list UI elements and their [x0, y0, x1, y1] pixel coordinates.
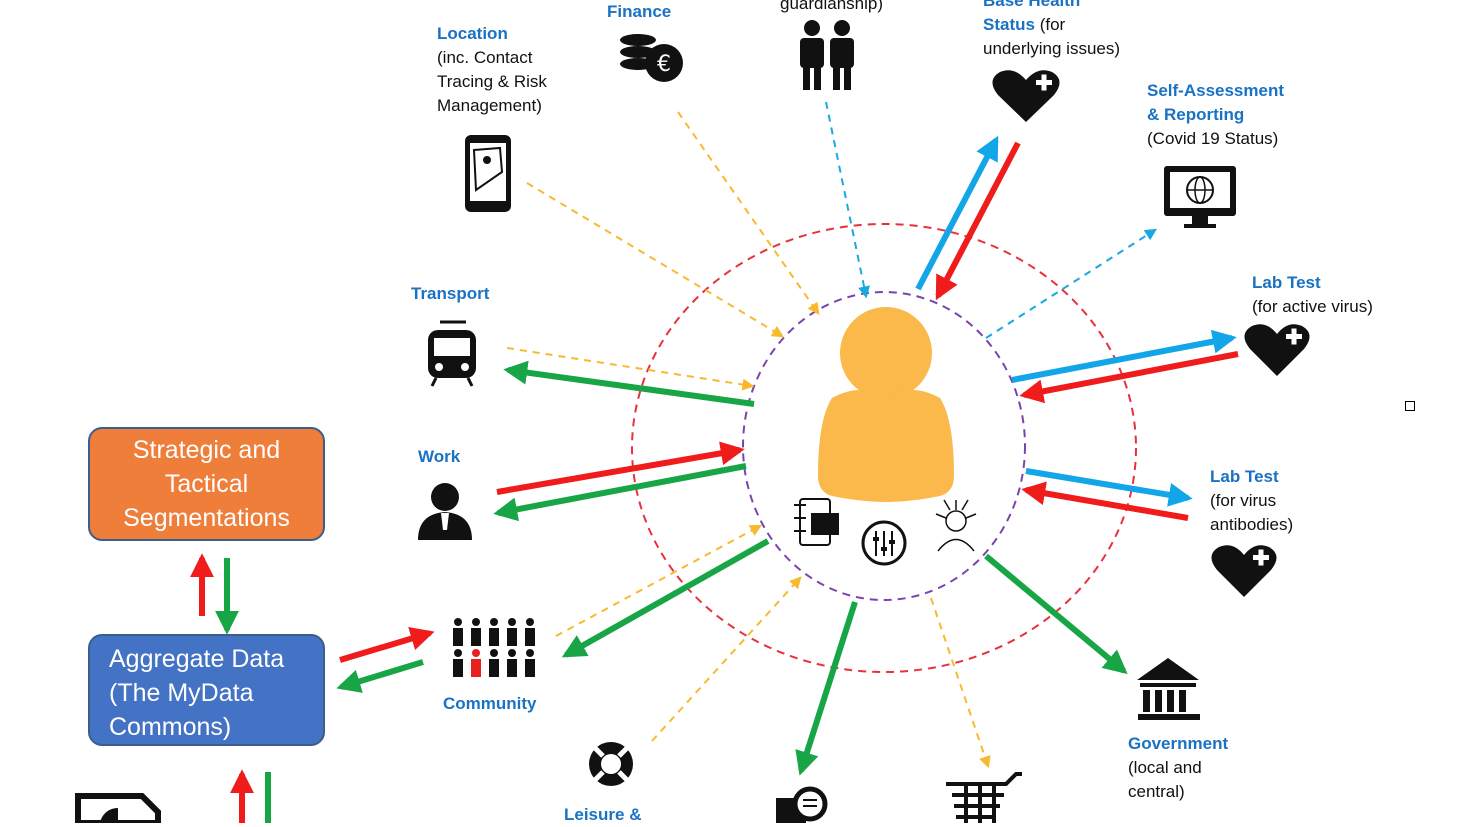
finance-label: Finance	[607, 0, 671, 24]
guardianship-detail: guardianship)	[780, 0, 884, 13]
base-health-label: Base Health Status (for underlying issue…	[983, 0, 1120, 61]
dashed-arrows	[506, 101, 1158, 769]
leisure-title: Leisure &	[564, 805, 642, 824]
government-label: Government (local and central)	[1128, 732, 1228, 804]
leisure-label: Leisure &	[564, 803, 641, 827]
coins-euro-icon: €	[620, 34, 683, 82]
transport-title: Transport	[411, 284, 490, 303]
data-device-icon	[794, 498, 839, 546]
shopping-cart-icon	[946, 772, 1022, 823]
phone-map-icon	[465, 135, 511, 212]
community-title: Community	[443, 694, 537, 713]
worker-icon	[418, 483, 472, 540]
lab-test-active-title: Lab Test	[1252, 273, 1321, 292]
lab-test-antibodies-detail: (for virus antibodies)	[1210, 491, 1294, 534]
work-label: Work	[418, 445, 460, 469]
lab-test-active-detail: (for active virus)	[1252, 297, 1373, 316]
aggregate-data-box: Aggregate Data (The MyData Commons)	[88, 634, 325, 746]
sliders-icon	[861, 520, 907, 566]
government-detail: (local and central)	[1128, 758, 1202, 801]
bank-icon	[1137, 658, 1200, 720]
lab-test-active-label: Lab Test (for active virus)	[1252, 271, 1373, 319]
svg-text:€: €	[657, 52, 671, 77]
ai-head-icon	[935, 499, 977, 552]
lab-test-antibodies-label: Lab Test (for virus antibodies)	[1210, 465, 1293, 537]
search-document-icon	[776, 786, 828, 823]
community-label: Community	[443, 692, 537, 716]
crowd-icon	[453, 618, 535, 677]
location-detail: (inc. Contact Tracing & Risk Management)	[437, 48, 547, 115]
self-assessment-title: Self-Assessment & Reporting	[1147, 81, 1285, 124]
solid-arrows	[190, 135, 1239, 823]
strategic-segmentations-box: Strategic and Tactical Segmentations	[88, 427, 325, 541]
work-title: Work	[418, 447, 461, 466]
self-assessment-detail: (Covid 19 Status)	[1147, 129, 1279, 148]
transport-label: Transport	[411, 282, 489, 306]
train-icon	[428, 320, 476, 387]
base-health-title: Base Health	[983, 0, 1081, 10]
location-title: Location	[437, 24, 508, 43]
heart-plus-icon	[1244, 324, 1310, 376]
government-title: Government	[1128, 734, 1229, 753]
guardians-icon	[800, 20, 854, 90]
base-health-detail-2: underlying issues)	[983, 39, 1121, 58]
guardianship-label: guardianship)	[780, 0, 883, 16]
heart-plus-icon	[992, 70, 1060, 122]
heart-plus-icon	[1211, 545, 1277, 597]
finance-title: Finance	[607, 2, 672, 21]
base-health-title-2: Status	[983, 15, 1035, 34]
pie-document-icon	[75, 793, 161, 823]
lifebuoy-icon	[589, 742, 633, 786]
selection-handle[interactable]	[1405, 401, 1415, 411]
self-assessment-label: Self-Assessment & Reporting (Covid 19 St…	[1147, 79, 1284, 151]
location-label: Location (inc. Contact Tracing & Risk Ma…	[437, 22, 547, 118]
monitor-globe-icon	[1164, 166, 1236, 228]
outer-ring	[631, 223, 1137, 673]
person-icon	[818, 307, 954, 502]
lab-test-antibodies-title: Lab Test	[1210, 467, 1279, 486]
base-health-detail: (for	[1034, 15, 1066, 34]
